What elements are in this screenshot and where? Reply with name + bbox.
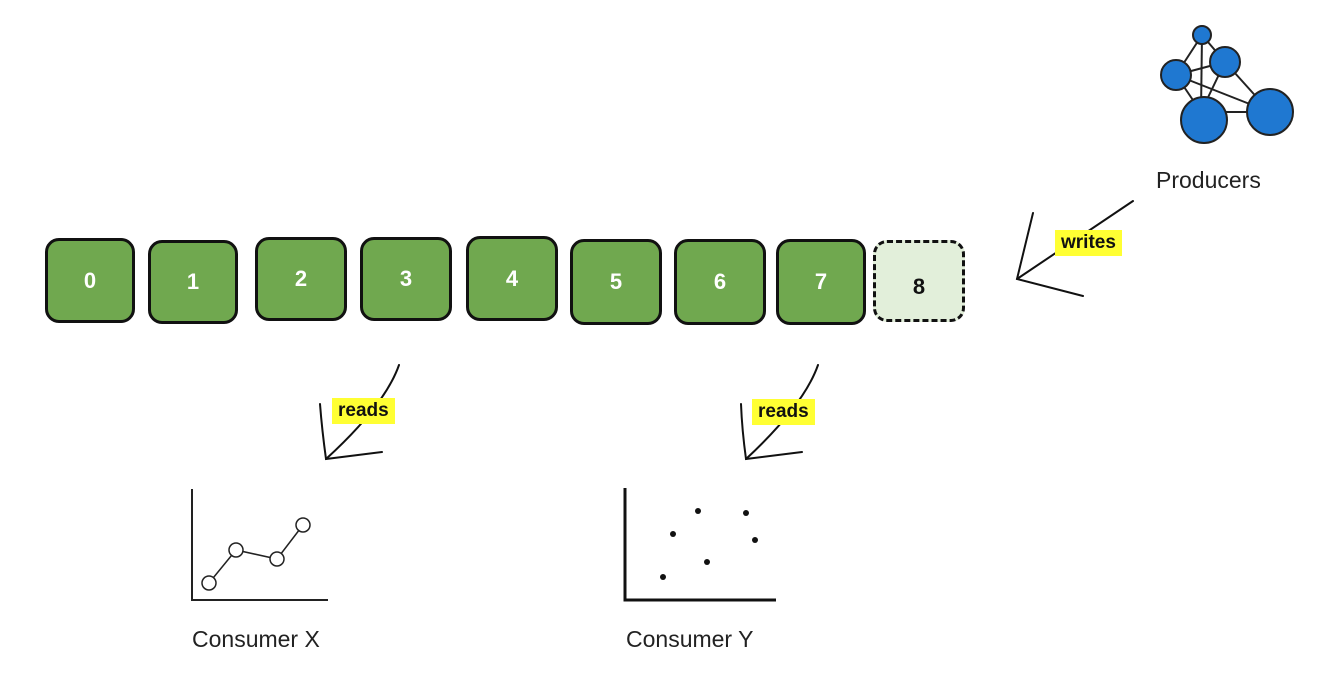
- log-cell-5: 5: [570, 239, 662, 325]
- node: [1209, 46, 1241, 78]
- chart-point: [743, 510, 749, 516]
- consumer-y-label: Consumer Y: [626, 626, 754, 652]
- node: [1180, 96, 1228, 144]
- producers-label: Producers: [1156, 167, 1261, 193]
- network-graph-icon: [1160, 25, 1294, 144]
- chart-point: [704, 559, 710, 565]
- chart-point: [201, 575, 217, 591]
- cell-label: 2: [294, 266, 308, 291]
- consumer-x-label: Consumer X: [192, 626, 320, 652]
- log-cell-0: 0: [45, 238, 135, 323]
- writes-label: writes: [1055, 230, 1122, 256]
- node: [1160, 59, 1192, 91]
- chart-point: [670, 531, 676, 537]
- log-cell-7: 7: [776, 239, 866, 325]
- cell-label: 8: [912, 274, 926, 299]
- log-cell-3: 3: [360, 237, 452, 321]
- cell-label: 3: [399, 266, 413, 291]
- reads-label-y: reads: [752, 399, 815, 425]
- chart-point: [295, 517, 311, 533]
- chart-point: [660, 574, 666, 580]
- chart-point: [752, 537, 758, 543]
- line-chart-icon: [191, 489, 328, 601]
- cell-label: 4: [505, 265, 519, 291]
- cell-label: 1: [186, 269, 200, 294]
- node: [1192, 25, 1212, 45]
- cell-label: 0: [83, 267, 97, 293]
- node: [1246, 88, 1294, 136]
- log-cell-8-pending: 8: [873, 240, 965, 322]
- chart-point: [695, 508, 701, 514]
- reads-label-x: reads: [332, 398, 395, 424]
- log-cell-2: 2: [255, 237, 347, 321]
- cell-label: 6: [713, 269, 727, 294]
- scatter-chart-icon: [623, 488, 776, 602]
- log-cell-1: 1: [148, 240, 238, 324]
- cell-label: 7: [814, 269, 828, 294]
- chart-point: [228, 542, 244, 558]
- chart-point: [269, 551, 285, 567]
- log-cell-4: 4: [466, 236, 558, 321]
- log-cell-6: 6: [674, 239, 766, 325]
- cell-label: 5: [609, 269, 623, 294]
